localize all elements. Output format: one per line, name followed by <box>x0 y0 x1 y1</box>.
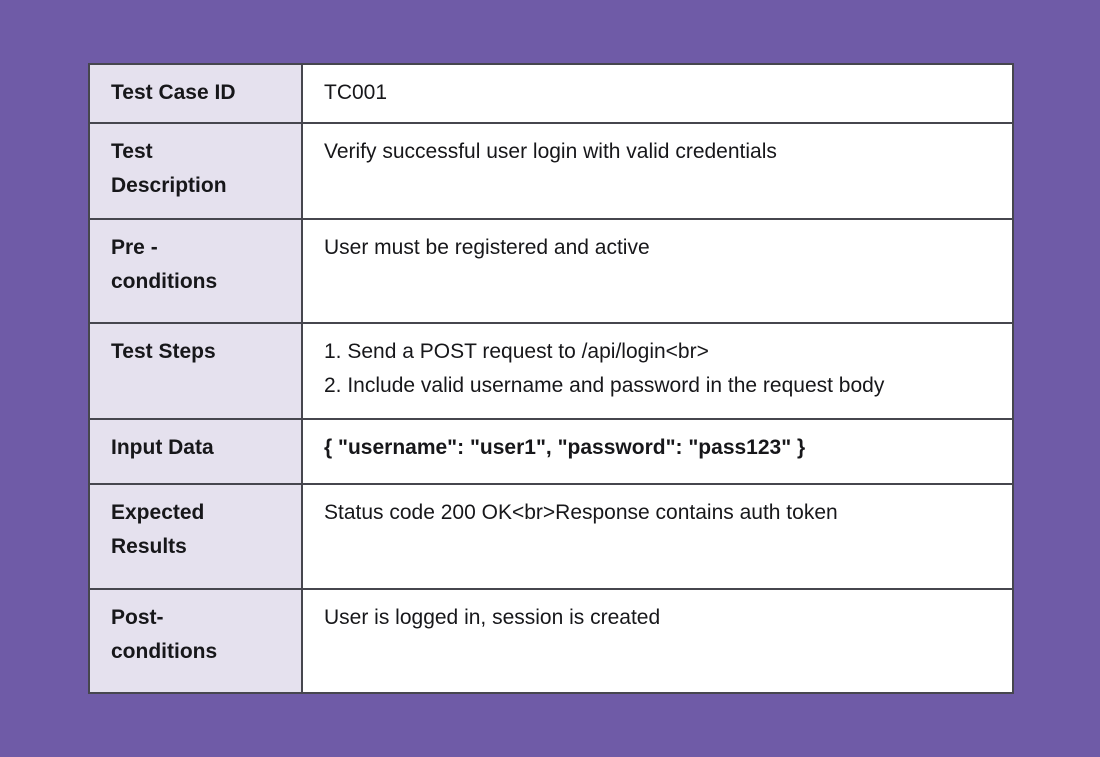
table-row: Test Case ID TC001 <box>88 63 1014 124</box>
table-row: Input Data { "username": "user1", "passw… <box>88 418 1014 485</box>
table-row: Pre - conditions User must be registered… <box>88 218 1014 324</box>
table-row: Test Description Verify successful user … <box>88 122 1014 220</box>
value-expected-results: Status code 200 OK<br>Response contains … <box>301 483 1014 590</box>
table-row: Expected Results Status code 200 OK<br>R… <box>88 483 1014 590</box>
value-test-case-id: TC001 <box>301 63 1014 124</box>
label-input-data: Input Data <box>88 418 303 485</box>
table-row: Test Steps 1. Send a POST request to /ap… <box>88 322 1014 420</box>
table-row: Post- conditions User is logged in, sess… <box>88 588 1014 694</box>
value-post-conditions: User is logged in, session is created <box>301 588 1014 694</box>
value-input-data: { "username": "user1", "password": "pass… <box>301 418 1014 485</box>
label-test-description: Test Description <box>88 122 303 220</box>
label-test-case-id: Test Case ID <box>88 63 303 124</box>
value-pre-conditions: User must be registered and active <box>301 218 1014 324</box>
label-test-steps: Test Steps <box>88 322 303 420</box>
label-expected-results: Expected Results <box>88 483 303 590</box>
label-post-conditions: Post- conditions <box>88 588 303 694</box>
value-test-steps: 1. Send a POST request to /api/login<br>… <box>301 322 1014 420</box>
test-case-table: Test Case ID TC001 Test Description Veri… <box>88 63 1014 694</box>
label-pre-conditions: Pre - conditions <box>88 218 303 324</box>
value-test-description: Verify successful user login with valid … <box>301 122 1014 220</box>
